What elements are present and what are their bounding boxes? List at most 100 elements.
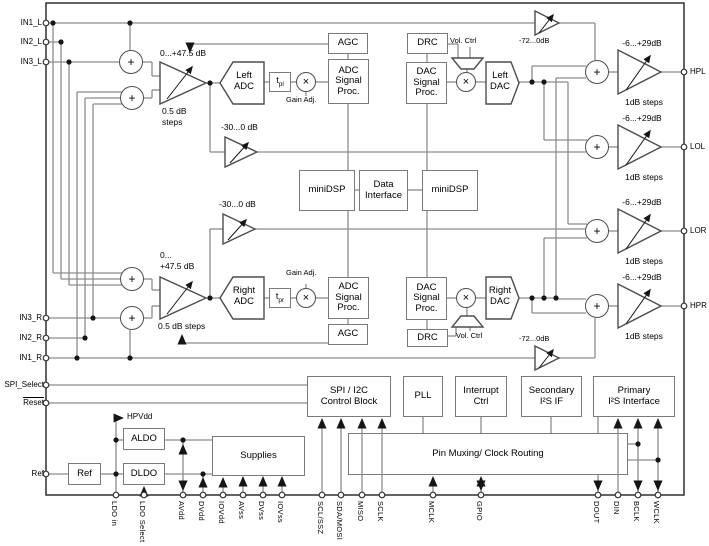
mclk-pin-label: MCLK: [427, 501, 436, 524]
pin-sda-mosi: [337, 491, 345, 499]
pin-dout: [594, 491, 602, 499]
adc-left-gain-multiplier: ×: [296, 72, 316, 92]
ref-label: Ref: [77, 467, 92, 479]
agc-left-block: AGC: [328, 33, 368, 54]
hpl-gain-label: -6...+29dB: [622, 38, 662, 48]
ref-block: Ref: [68, 463, 101, 485]
bottom-hp-bypass-amp: [534, 344, 561, 372]
lol-pin-label: LOL: [690, 142, 706, 151]
pin-ldo-in: [112, 491, 120, 499]
iovdd-pin-label: IOVdd: [217, 501, 226, 524]
din-pin-label: DIN: [612, 501, 621, 515]
adc-signal-proc-right-block: ADC Signal Proc.: [328, 277, 369, 319]
pin-iovss: [278, 491, 286, 499]
hpvdd-label: HPVdd: [127, 412, 153, 421]
delay-tpr-block: tpr: [269, 288, 291, 308]
pin-muxing-block: Pin Muxing/ Clock Routing: [348, 433, 628, 475]
pin-gpio: [477, 491, 485, 499]
pin-in3-l: [42, 58, 50, 66]
pin-din: [614, 491, 622, 499]
drc-left-label: DRC: [417, 37, 438, 49]
right-dac-label: Right DAC: [488, 285, 512, 307]
pin-mclk: [429, 491, 437, 499]
sclk-pin-label: SCLK: [376, 501, 385, 522]
hpl-output-sum: +: [585, 60, 609, 84]
dvdd-pin-label: DVdd: [197, 501, 206, 521]
secondary-i2s-block: Secondary I²S IF: [521, 376, 582, 417]
tpl-label: tpl: [276, 75, 284, 89]
pin-reset: [42, 399, 50, 407]
adc-sp-right-label: ADC Signal Proc.: [335, 281, 362, 314]
hpr-pin-label: HPR: [690, 301, 707, 310]
drc-left-block: DRC: [407, 33, 448, 54]
ref-pin-label: Ref: [31, 469, 44, 478]
aldo-label: ALDO: [131, 432, 157, 444]
minidsp-right-block: miniDSP: [422, 170, 478, 211]
pin-lol: [680, 143, 688, 151]
spi-i2c-control-block: SPI / I2C Control Block: [307, 376, 391, 417]
pin-avss: [239, 491, 247, 499]
gpio-pin-label: GPIO: [475, 501, 484, 521]
drc-right-block: DRC: [407, 329, 448, 347]
data-interface-label: Data Interface: [365, 178, 402, 201]
pin-bclk: [634, 491, 642, 499]
primary-i2s-label: Primary I²S Interface: [608, 384, 660, 407]
wclk-pin-label: WCLK: [652, 501, 661, 524]
dldo-block: DLDO: [123, 463, 165, 485]
dac-signal-proc-right-block: DAC Signal Proc.: [406, 277, 447, 320]
lor-steps-label: 1dB steps: [625, 256, 663, 266]
bclk-pin-label: BCLK: [632, 501, 641, 522]
adc-right-gain-multiplier: ×: [296, 288, 316, 308]
pin-in2-r: [42, 334, 50, 342]
dac-left-vol-multiplier: ×: [456, 72, 476, 92]
pin-in1-l: [42, 19, 50, 27]
top-hp-bypass-amp: [534, 9, 561, 37]
gain-adj-right-label: Gain Adj.: [286, 268, 317, 277]
left-pga-amp: [159, 60, 208, 106]
supplies-label: Supplies: [240, 449, 277, 461]
left-pga-steps-label: 0.5 dB steps: [162, 106, 187, 127]
left-adc-label: Left ADC: [233, 70, 255, 92]
minidsp-right-label: miniDSP: [431, 184, 469, 196]
agc-right-label: AGC: [337, 328, 359, 340]
scl-ssz-pin-label: SCL/SSZ: [316, 501, 325, 535]
pll-label: PLL: [414, 390, 432, 402]
pin-ref: [42, 470, 50, 478]
hpl-pin-label: HPL: [690, 67, 706, 76]
interrupt-ctrl-label: Interrupt Ctrl: [463, 384, 499, 407]
pin-in1-r: [42, 354, 50, 362]
spi-select-pin-label: SPI_Select: [4, 380, 44, 389]
pin-in3-r: [42, 314, 50, 322]
agc-right-block: AGC: [328, 324, 368, 345]
pin-iovdd: [219, 491, 227, 499]
ldo-in-pin-label: LDO in: [110, 501, 119, 527]
dldo-label: DLDO: [130, 467, 158, 479]
pll-block: PLL: [403, 376, 443, 417]
drc-right-label: DRC: [417, 331, 438, 343]
dout-pin-label: DOUT: [592, 501, 601, 524]
in3-l-pin-label: IN3_L: [20, 57, 42, 66]
vol-ctrl-left-label: Vol. Ctrl: [450, 36, 477, 45]
right-pga-amp: [159, 275, 208, 321]
minidsp-left-block: miniDSP: [299, 170, 355, 211]
in3-r-pin-label: IN3_R: [19, 313, 42, 322]
right-adc-label: Right ADC: [232, 285, 256, 307]
pin-miso: [358, 491, 366, 499]
lor-driver-amp: [617, 207, 663, 255]
adc-signal-proc-left-block: ADC Signal Proc.: [328, 59, 369, 104]
delay-tpl-block: tpl: [269, 72, 291, 92]
bottom-hp-bypass-label: -72...0dB: [519, 334, 550, 343]
minidsp-left-label: miniDSP: [308, 184, 346, 196]
hpr-output-sum: +: [585, 294, 609, 318]
lol-output-sum: +: [585, 135, 609, 159]
gain-adj-left-label: Gain Adj.: [286, 95, 317, 104]
top-hp-bypass-label: -72...0dB: [519, 36, 550, 45]
lor-pin-label: LOR: [690, 226, 707, 235]
lor-output-sum: +: [585, 219, 609, 243]
left-mixer2-sum: +: [120, 86, 144, 110]
aldo-block: ALDO: [123, 428, 165, 450]
supplies-block: Supplies: [212, 436, 305, 476]
in1-r-pin-label: IN1_R: [19, 353, 42, 362]
lol-gain-label: -6...+29dB: [622, 113, 662, 123]
